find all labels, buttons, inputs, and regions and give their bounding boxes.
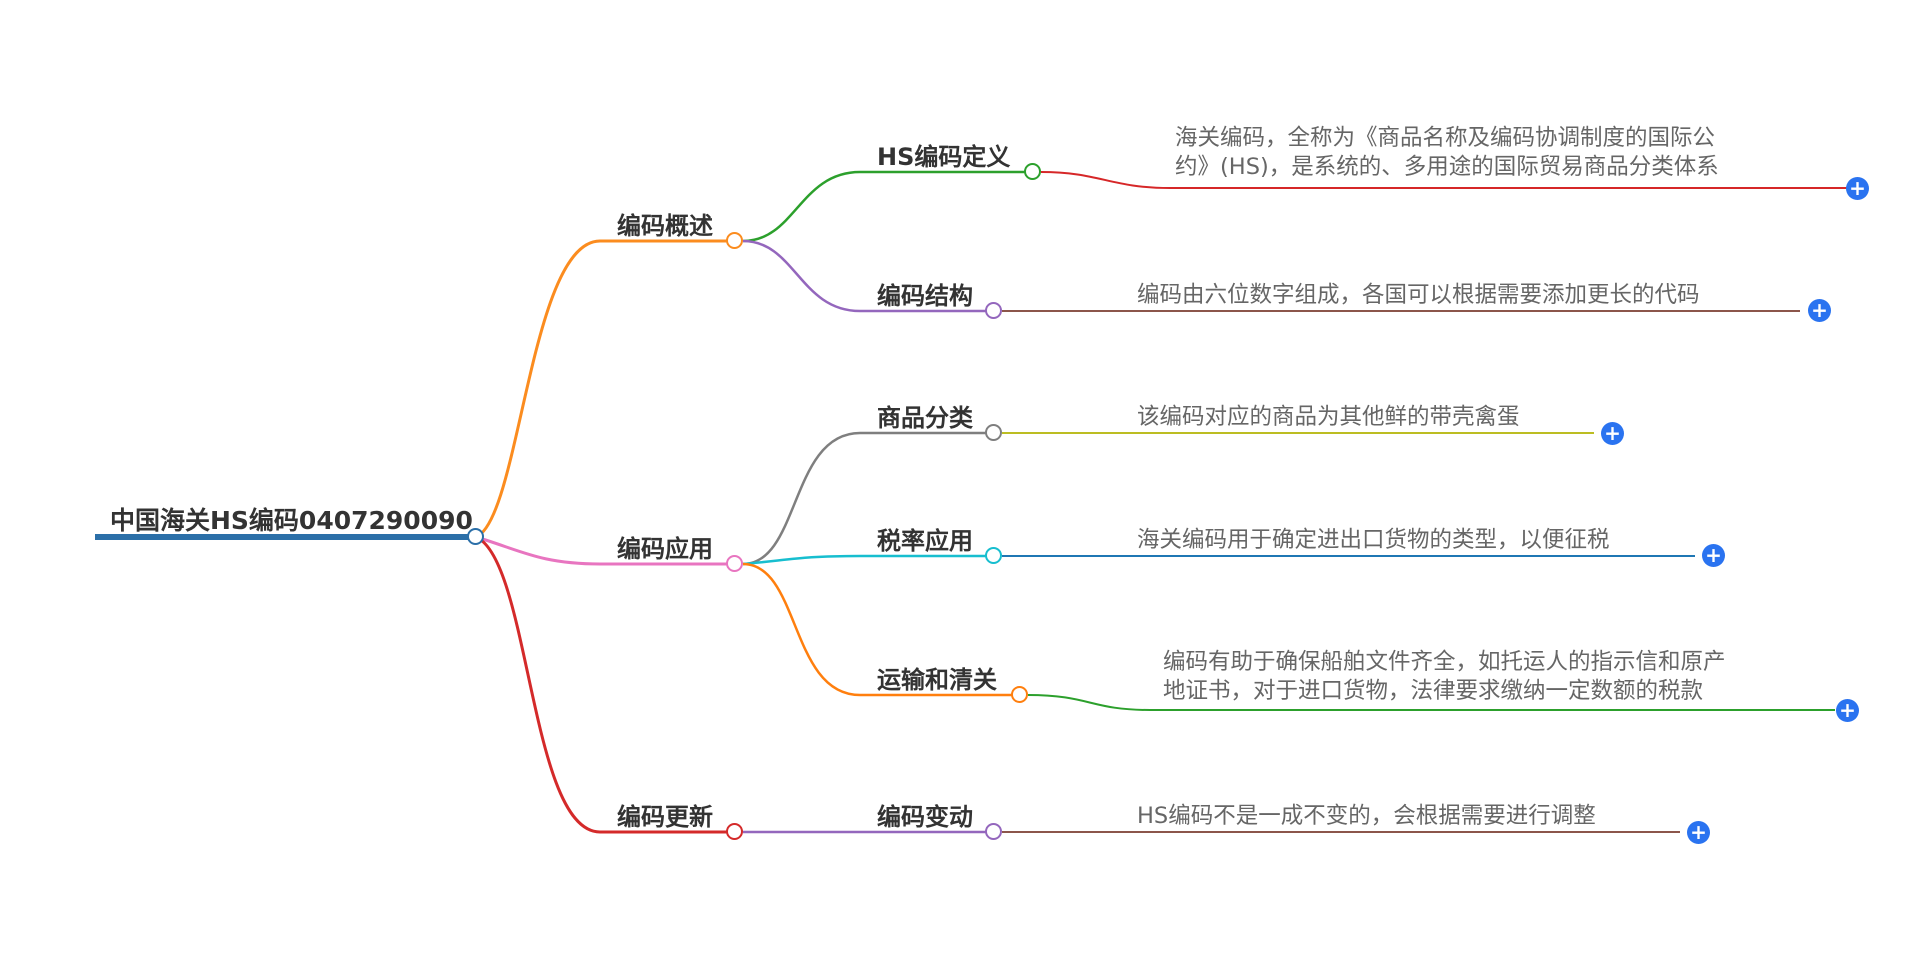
subtopic-goods-classification-label[interactable]: 商品分类 [877, 404, 973, 432]
subtopic-code-structure-label[interactable]: 编码结构 [877, 282, 973, 310]
branch-update-label[interactable]: 编码更新 [617, 803, 713, 831]
connector-root-overview [475, 239, 735, 539]
leaf-transport-clearance-text[interactable]: 编码有助于确保船舶文件齐全，如托运人的指示信和原产 地证书，对于进口货物，法律要… [1163, 649, 1726, 704]
leaf-code-structure-text[interactable]: 编码由六位数字组成，各国可以根据需要添加更长的代码 [1137, 282, 1700, 308]
root-node-dot[interactable] [467, 528, 484, 545]
connector-root-update [475, 535, 735, 834]
leaf-tax-application-text[interactable]: 海关编码用于确定进出口货物的类型，以便征税 [1137, 527, 1610, 553]
subtopic-tax-application-dot[interactable] [985, 547, 1002, 564]
subtopic-hs-definition-dot[interactable] [1024, 163, 1041, 180]
subtopic-transport-clearance-label[interactable]: 运输和清关 [877, 666, 997, 694]
subtopic-transport-clearance-dot[interactable] [1011, 686, 1028, 703]
expand-code-change-button[interactable]: + [1687, 821, 1710, 844]
subtopic-code-change-dot[interactable] [985, 823, 1002, 840]
connector-transport-clearance [742, 562, 1020, 697]
connector-leaf-transport-clearance [1027, 694, 1835, 711]
connector-code-structure [742, 239, 994, 313]
expand-goods-classification-button[interactable]: + [1601, 422, 1624, 445]
branch-overview-dot[interactable] [726, 232, 743, 249]
expand-code-structure-button[interactable]: + [1808, 299, 1831, 322]
branch-application-dot[interactable] [726, 555, 743, 572]
expand-transport-clearance-button[interactable]: + [1836, 699, 1859, 722]
connector-hs-definition [742, 170, 1033, 243]
connector-tax-application [742, 554, 994, 566]
root-node-label[interactable]: 中国海关HS编码0407290090 [110, 506, 473, 535]
subtopic-goods-classification-dot[interactable] [985, 424, 1002, 441]
subtopic-code-structure-dot[interactable] [985, 302, 1002, 319]
branch-overview-label[interactable]: 编码概述 [617, 212, 713, 240]
expand-hs-definition-button[interactable]: + [1846, 177, 1869, 200]
connector-leaf-hs-definition [1040, 171, 1850, 189]
subtopic-tax-application-label[interactable]: 税率应用 [877, 527, 973, 555]
leaf-goods-classification-text[interactable]: 该编码对应的商品为其他鲜的带壳禽蛋 [1137, 404, 1520, 430]
branch-update-dot[interactable] [726, 823, 743, 840]
leaf-hs-definition-text[interactable]: 海关编码，全称为《商品名称及编码协调制度的国际公 约》(HS)，是系统的、多用途… [1175, 125, 1719, 180]
subtopic-code-change-label[interactable]: 编码变动 [877, 803, 973, 831]
subtopic-hs-definition-label[interactable]: HS编码定义 [877, 143, 1011, 171]
connector-root-application [475, 535, 735, 566]
expand-tax-application-button[interactable]: + [1702, 544, 1725, 567]
branch-application-label[interactable]: 编码应用 [617, 535, 713, 563]
connector-goods-classification [742, 431, 994, 566]
leaf-code-change-text[interactable]: HS编码不是一成不变的，会根据需要进行调整 [1137, 803, 1596, 829]
